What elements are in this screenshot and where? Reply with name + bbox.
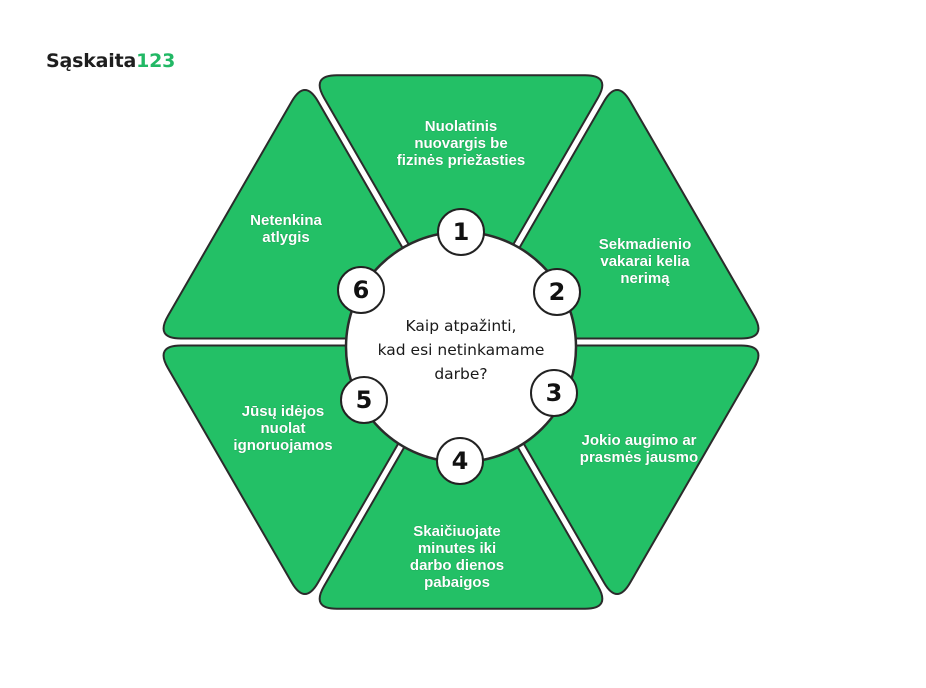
number-badge-4: 4 [436,437,484,485]
number-badge-2: 2 [533,268,581,316]
segment-label-6: Netenkina atlygis [250,212,322,246]
number-badge-1: 1 [437,208,485,256]
segment-label-2: Sekmadienio vakarai kelia nerimą [598,236,692,287]
segment-label-3: Jokio augimo ar prasmės jausmo [579,432,699,466]
segment-label-5: Jūsų idėjos nuolat ignoruojamos [233,403,333,454]
number-badge-6: 6 [337,266,385,314]
number-badge-5: 5 [340,376,388,424]
segment-label-1: Nuolatinis nuovargis be fizinės priežast… [396,118,526,169]
logo-number: 123 [136,50,176,72]
logo-word: Sąskaita [46,50,137,72]
number-badge-3: 3 [530,369,578,417]
logo: Sąskaita123 [46,50,175,72]
center-question: Kaip atpažinti, kad esi netinkamame darb… [377,317,545,383]
segment-label-4: Skaičiuojate minutes iki darbo dienos pa… [409,523,505,591]
